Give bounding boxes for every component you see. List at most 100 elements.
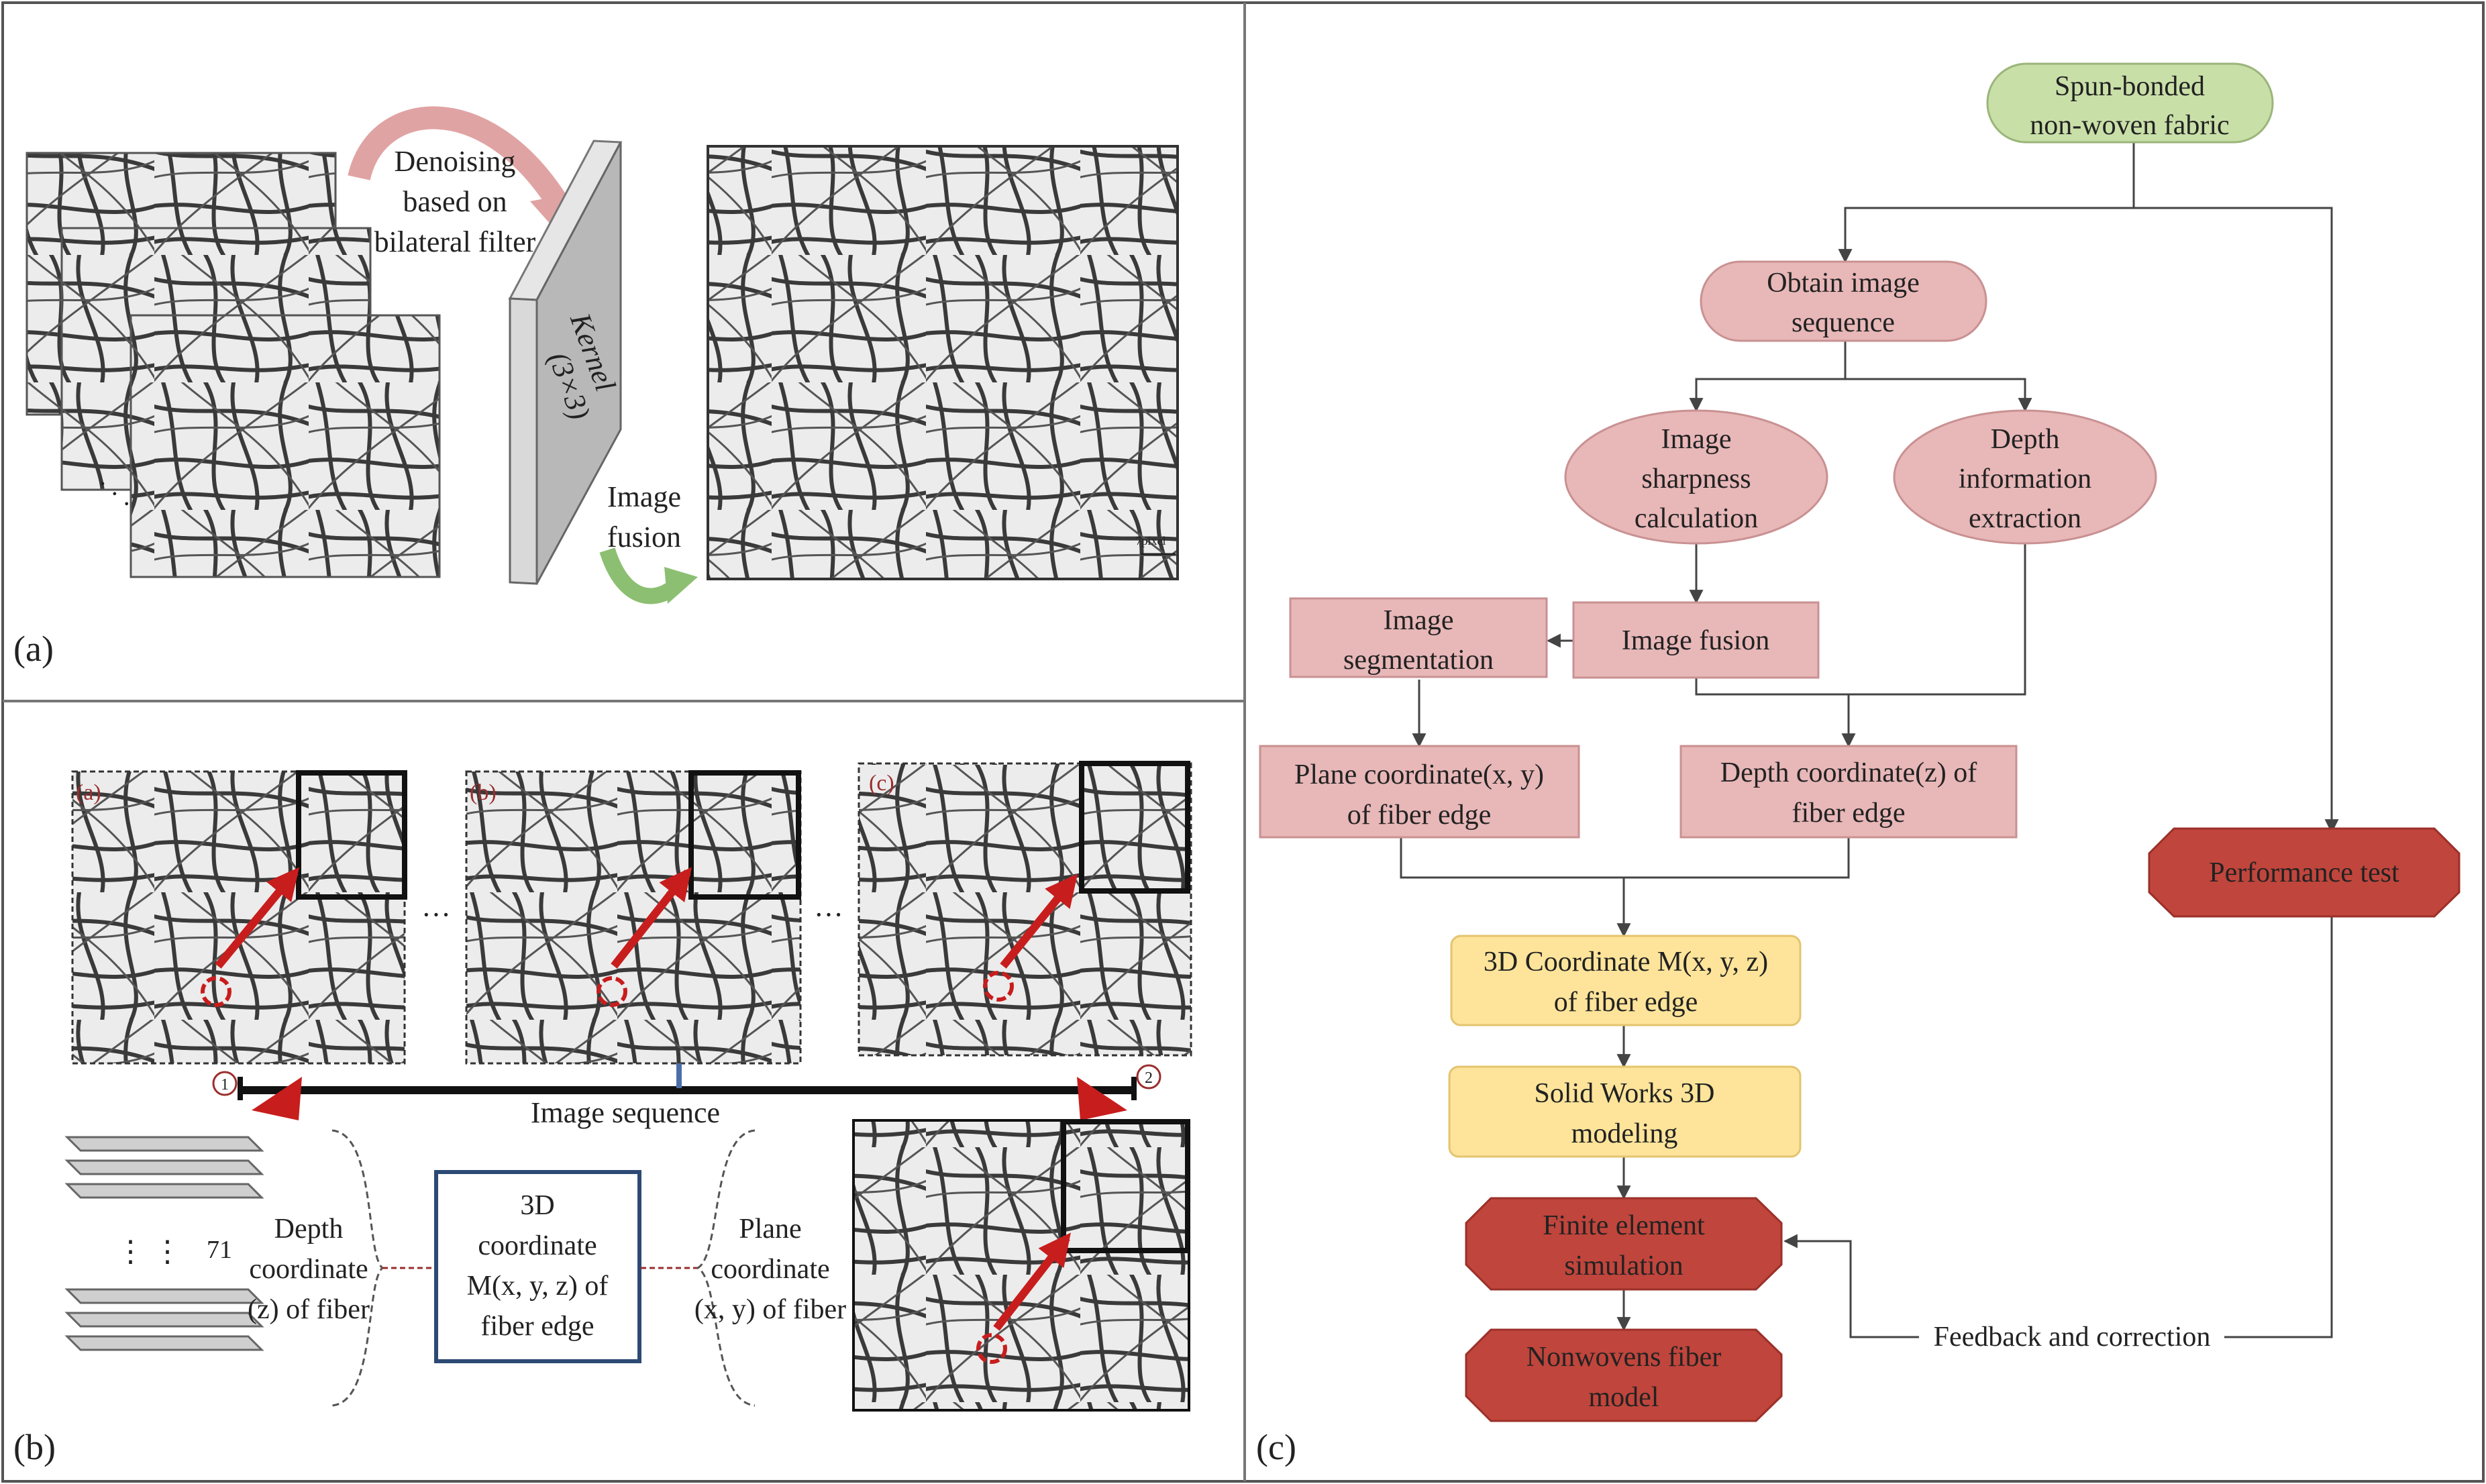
denoise-curved-arrow-icon [348, 106, 567, 208]
node-sharpness-line2: sharpness [1641, 464, 1751, 494]
denoise-label-line2: based on [403, 185, 507, 218]
coordinate-box-line2: coordinate [478, 1230, 597, 1261]
sequence-ellipsis-2: ··· [814, 898, 843, 931]
node-performance-test-label: Performance test [2209, 857, 2399, 888]
node-nonwovens-model-line2: model [1589, 1382, 1659, 1413]
node-depth-info-line1: Depth [1991, 424, 2060, 455]
pointer-arrow-4 [993, 1232, 1071, 1331]
plane-label-line1: Plane [739, 1214, 801, 1244]
zoom-inset-3 [1079, 761, 1190, 894]
focus-circle-4 [976, 1333, 1007, 1364]
sequence-arrowhead-right-icon [1077, 1077, 1127, 1120]
coordinate-box-line4: fiber edge [480, 1311, 594, 1342]
depth-label-line2: coordinate [249, 1254, 368, 1285]
node-plane-coordinate-line2: of fiber edge [1347, 800, 1492, 831]
connector-obtain-sharp [1689, 341, 1847, 413]
panel-b-label: (b) [13, 1427, 56, 1467]
panel-c-flowchart [1400, 142, 2339, 1338]
denoise-label-line3: bilateral filter [374, 225, 536, 258]
node-depth-coordinate-line1: Depth coordinate(z) of [1720, 757, 1977, 788]
slice-stack-bottom [64, 1288, 264, 1351]
sequence-ellipsis-1: ··· [421, 898, 451, 931]
node-solidworks-line1: Solid Works 3D [1535, 1078, 1715, 1109]
node-spun-bonded [1986, 62, 2274, 144]
node-fusion-label: Image fusion [1622, 625, 1769, 656]
connector-depthinfo-depthc [1849, 543, 2026, 696]
node-3d-coordinate-line2: of fiber edge [1554, 987, 1698, 1018]
connector-merge-3d [1400, 837, 1850, 879]
pointer-arrow-3 [1000, 873, 1078, 969]
node-obtain-sequence [1700, 260, 1987, 342]
depth-label-line1: Depth [274, 1214, 344, 1244]
panel-b: (a) ··· (b) ··· (c) 1 2 Image sequence [13, 761, 1192, 1467]
feedback-label: Feedback and correction [1934, 1322, 2211, 1353]
pointer-arrow-1 [215, 867, 300, 969]
stack-vertical-ellipsis: ⋮ ⋮ [116, 1235, 183, 1268]
connector-spun-split [1838, 142, 2135, 264]
node-fusion [1572, 601, 1820, 679]
node-depth-info [1893, 409, 2157, 545]
marker-1-circle [212, 1071, 238, 1096]
node-segmentation-line1: Image [1384, 605, 1454, 636]
focus-circle-1 [201, 976, 231, 1007]
node-plane-coordinate-line1: Plane coordinate(x, y) [1294, 759, 1544, 790]
node-3d-coordinate-line1: 3D Coordinate M(x, y, z) [1484, 947, 1768, 977]
node-spun-bonded-line2: non-woven fabric [2030, 110, 2229, 141]
node-depth-coordinate [1679, 745, 2018, 839]
scale-bar-label: 7pixel [1136, 534, 1166, 547]
focus-circle-2 [597, 976, 627, 1007]
fusion-label-line2: fusion [607, 521, 681, 553]
marker-1-text: 1 [221, 1076, 229, 1094]
connector-perf-feedback [2224, 916, 2333, 1338]
node-finite-element-line2: simulation [1564, 1251, 1683, 1281]
fusion-arrowhead-icon [664, 567, 698, 604]
connector-obtain-depth [1845, 378, 2032, 413]
plane-brace [695, 1129, 756, 1407]
plane-label-line3: (x, y) of fiber [694, 1294, 846, 1325]
coordinate-box-line3: M(x, y, z) of [467, 1271, 609, 1302]
sequence-image-3-label: (c) [869, 771, 894, 796]
node-segmentation [1289, 597, 1548, 678]
node-depth-info-line2: information [1959, 464, 2091, 494]
coordinate-box [434, 1170, 641, 1363]
connector-feedback-fe [1783, 1234, 1919, 1338]
fused-micrograph [707, 145, 1179, 580]
node-solidworks [1448, 1065, 1802, 1158]
node-finite-element-line1: Finite element [1543, 1210, 1705, 1241]
depth-label-line3: (z) of fiber [248, 1294, 370, 1325]
slice-stack-top [64, 1136, 264, 1199]
sequence-label: Image sequence [531, 1096, 720, 1129]
node-sharpness-line3: calculation [1635, 503, 1758, 534]
focus-circle-3 [983, 971, 1014, 1002]
sequence-image-1-label: (a) [76, 780, 101, 805]
denoise-label-line1: Denoising [395, 145, 516, 178]
node-nonwovens-model-line1: Nonwovens fiber [1526, 1342, 1721, 1373]
node-depth-coordinate-line2: fiber edge [1792, 798, 1905, 829]
fusion-label-line1: Image [607, 480, 681, 513]
node-nonwovens-model [1465, 1328, 1783, 1422]
connector-spun-perf [2134, 207, 2339, 834]
micrograph-stack-front [130, 314, 441, 578]
node-solidworks-line2: modeling [1571, 1118, 1678, 1149]
marker-2-text: 2 [1145, 1069, 1153, 1087]
pointer-arrow-2 [611, 867, 692, 969]
node-obtain-sequence-line2: sequence [1792, 307, 1895, 338]
node-plane-coordinate [1259, 745, 1580, 839]
node-obtain-sequence-line1: Obtain image [1767, 268, 1919, 299]
stack-count: 71 [207, 1236, 232, 1264]
connector-fusion-depthc [1695, 678, 1856, 748]
node-sharpness [1564, 409, 1828, 545]
kernel-plate-edge [509, 297, 538, 585]
plane-label-line2: coordinate [711, 1254, 829, 1285]
flowchart-nodes: Spun-bonded non-woven fabric Obtain imag… [1256, 62, 2461, 1467]
node-performance-test [2148, 827, 2461, 918]
sequence-arrowhead-left-icon [252, 1077, 302, 1120]
zoom-inset-4 [1061, 1119, 1190, 1253]
sequence-image-2-label: (b) [470, 780, 497, 805]
zoom-inset-1 [296, 770, 407, 900]
zoom-inset-2 [688, 770, 801, 900]
panel-c-label: (c) [1256, 1427, 1296, 1467]
node-depth-info-line3: extraction [1969, 503, 2081, 534]
